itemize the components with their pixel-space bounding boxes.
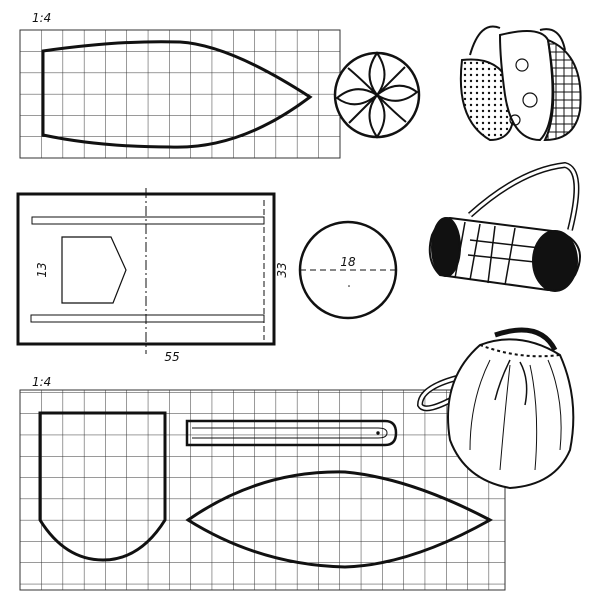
illustration-barrel-bag [428,161,581,292]
illustration-segmented-bag [459,25,582,142]
panel-width-label: 55 [164,350,179,364]
end-circle [298,220,398,320]
bottom-pattern-grid [19,389,506,591]
scale-label-bottom: 1:4 [32,375,51,389]
pouch-piece-outline [38,411,167,562]
strap-piece-outline [185,419,398,447]
bag-base-flower-circle [333,51,421,139]
circle-diameter-label: 18 [340,255,356,269]
bag-side-piece-outline [41,40,313,149]
panel-height-label: 33 [275,262,289,277]
pocket-outline [61,236,127,304]
illustration-drawstring-pouch [416,327,575,490]
scale-label-top: 1:4 [32,11,51,25]
top-pattern-grid [19,29,341,159]
pocket-height-label: 13 [35,262,49,277]
lens-piece-outline [185,470,494,569]
bag-body-panel [16,188,276,354]
